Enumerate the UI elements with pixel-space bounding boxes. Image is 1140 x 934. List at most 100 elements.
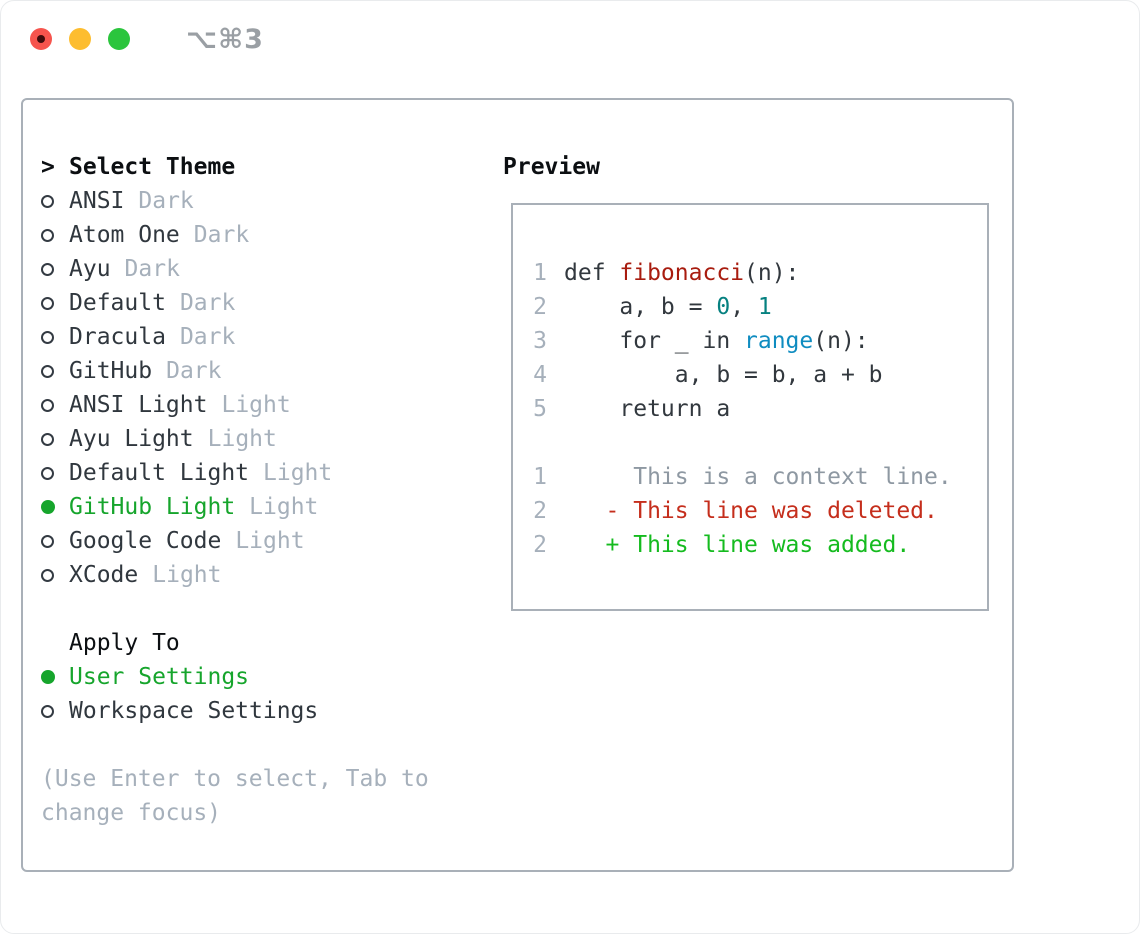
line-content: + This line was added. — [564, 532, 911, 558]
apply-option-label: Workspace Settings — [69, 698, 319, 724]
code-segment-plain: (n): — [813, 328, 869, 354]
theme-item-github-light[interactable]: GitHub Light Light — [41, 490, 471, 524]
theme-item-label: ANSI Light — [69, 392, 208, 418]
theme-item-ansi-light[interactable]: ANSI Light Light — [41, 388, 471, 422]
radio-icon — [41, 500, 55, 514]
radio-icon — [41, 228, 54, 242]
radio-cell — [41, 296, 69, 310]
radio-cell — [41, 432, 69, 446]
radio-cell — [41, 194, 69, 208]
radio-cell — [41, 704, 69, 718]
theme-item-default[interactable]: Default Dark — [41, 286, 471, 320]
close-button[interactable] — [30, 28, 52, 50]
preview-title: Preview — [503, 154, 600, 180]
code-segment-plain: , — [730, 294, 758, 320]
code-line: 5 return a — [533, 392, 969, 426]
theme-item-variant: Dark — [166, 358, 222, 384]
code-line: 4 a, b = b, a + b — [533, 358, 969, 392]
radio-cell — [41, 364, 69, 378]
radio-cell — [41, 500, 69, 514]
maximize-button[interactable] — [108, 28, 130, 50]
line-number: 4 — [533, 362, 547, 388]
radio-cell — [41, 534, 69, 548]
theme-item-label: Ayu Light — [69, 426, 194, 452]
theme-item-xcode[interactable]: XCode Light — [41, 558, 471, 592]
radio-cell — [41, 568, 69, 582]
hint-text: (Use Enter to select, Tab to change focu… — [41, 766, 429, 826]
code-segment-builtin: range — [744, 328, 814, 354]
preview-header: Preview — [503, 150, 989, 184]
theme-item-ansi[interactable]: ANSI Dark — [41, 184, 471, 218]
radio-icon — [41, 534, 54, 548]
theme-item-variant: Dark — [179, 290, 236, 316]
code-segment-plain: a, b = — [564, 294, 717, 320]
apply-option-user-settings[interactable]: User Settings — [41, 660, 471, 694]
theme-item-variant: Light — [249, 494, 319, 520]
theme-item-atom-one[interactable]: Atom One Dark — [41, 218, 471, 252]
code-segment-plain: (n): — [744, 260, 800, 286]
diff-line-added: 2 + This line was added. — [533, 528, 969, 562]
line-number: 2 — [533, 498, 547, 524]
radio-icon — [41, 364, 54, 378]
radio-icon — [41, 296, 54, 310]
theme-item-label: XCode — [69, 562, 139, 588]
code-segment-plain: return a — [564, 396, 731, 422]
diff-line-deleted: 2 - This line was deleted. — [533, 494, 969, 528]
code-segment-number: 0 — [716, 294, 731, 320]
radio-cell — [41, 466, 69, 480]
radio-icon — [41, 568, 54, 582]
radio-icon — [41, 670, 55, 684]
line-content: This is a context line. — [564, 464, 952, 490]
apply-option-workspace-settings[interactable]: Workspace Settings — [41, 694, 471, 728]
apply-to-header: Apply To — [41, 626, 471, 660]
radio-cell — [41, 398, 69, 412]
select-theme-header: > Select Theme — [41, 150, 471, 184]
line-number: 5 — [533, 396, 547, 422]
theme-item-label: Google Code — [69, 528, 222, 554]
settings-panel: > Select Theme ANSI Dark Atom One Dark A… — [21, 98, 1014, 872]
theme-item-github[interactable]: GitHub Dark — [41, 354, 471, 388]
line-number: 3 — [533, 328, 547, 354]
theme-item-label: Default Light — [69, 460, 250, 486]
theme-item-label: Default — [69, 290, 166, 316]
theme-item-label: Dracula — [69, 324, 166, 350]
theme-item-ayu-light[interactable]: Ayu Light Light — [41, 422, 471, 456]
theme-item-ayu[interactable]: Ayu Dark — [41, 252, 471, 286]
theme-item-dracula[interactable]: Dracula Dark — [41, 320, 471, 354]
theme-item-google-code[interactable]: Google Code Light — [41, 524, 471, 558]
line-number: 2 — [533, 294, 547, 320]
code-segment-plain: a, b = b, a + b — [564, 362, 883, 388]
radio-icon — [41, 262, 54, 276]
radio-cell — [41, 670, 69, 684]
theme-item-variant: Dark — [138, 188, 194, 214]
code-line: 3 for _ in range(n): — [533, 324, 969, 358]
line-number: 2 — [533, 532, 547, 558]
theme-item-default-light[interactable]: Default Light Light — [41, 456, 471, 490]
theme-item-variant: Light — [207, 426, 277, 452]
preview-diff: 1 This is a context line. 2 - This line … — [533, 460, 969, 562]
radio-icon — [41, 704, 54, 718]
line-number: 1 — [533, 464, 547, 490]
window-shortcut-label: ⌥⌘3 — [186, 23, 264, 55]
diff-line-context: 1 This is a context line. — [533, 460, 969, 494]
line-content: def fibonacci(n): — [564, 260, 799, 286]
code-line: 2 a, b = 0, 1 — [533, 290, 969, 324]
radio-icon — [41, 330, 54, 344]
theme-list: ANSI Dark Atom One Dark Ayu Dark Default… — [41, 184, 471, 592]
line-content: return a — [564, 396, 730, 422]
radio-cell — [41, 330, 69, 344]
preview-column: Preview 1 def fibonacci(n): 2 a, b = 0, … — [503, 150, 989, 611]
line-number: 1 — [533, 260, 547, 286]
apply-to-title: Apply To — [69, 630, 180, 656]
code-segment-function: fibonacci — [619, 260, 745, 286]
select-theme-title: Select Theme — [69, 154, 236, 180]
minimize-button[interactable] — [69, 28, 91, 50]
code-line: 1 def fibonacci(n): — [533, 256, 969, 290]
preview-box: 1 def fibonacci(n): 2 a, b = 0, 1 3 for … — [511, 203, 989, 611]
theme-item-variant: Dark — [193, 222, 250, 248]
line-content: a, b = b, a + b — [564, 362, 883, 388]
spacer — [533, 426, 969, 460]
code-segment-plain: for _ in — [564, 328, 745, 354]
line-content: a, b = 0, 1 — [564, 294, 771, 320]
